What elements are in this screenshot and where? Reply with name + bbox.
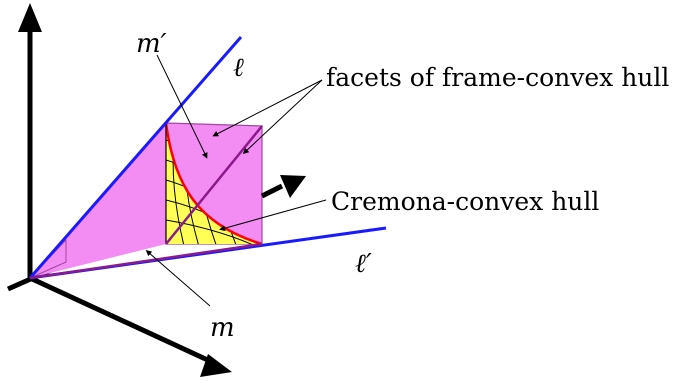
depth-axis	[28, 275, 214, 365]
label-cremona: Cremona-convex hull	[331, 187, 599, 216]
pointer-m	[145, 250, 211, 307]
pointer-m-prime	[156, 54, 208, 159]
normal-arrow	[260, 175, 306, 199]
line-m-prime	[165, 125, 263, 245]
pointer-facet-left	[212, 79, 323, 137]
label-m: m	[210, 313, 235, 343]
label-ell-prime: ℓ′	[355, 249, 372, 279]
label-facets: facets of frame-convex hull	[326, 63, 669, 92]
annotation-pointers	[145, 54, 327, 307]
line-ell	[28, 36, 243, 279]
vertical-axis-arrowhead	[18, 3, 42, 32]
label-ell: ℓ	[233, 53, 244, 83]
label-m-prime: m′	[136, 29, 167, 59]
line-m	[29, 242, 263, 280]
depth-axis-arrowhead	[200, 354, 232, 377]
cremona-boundary	[164, 122, 263, 246]
pointer-facet-right	[242, 79, 323, 155]
pointer-cremona	[219, 199, 327, 232]
axes	[6, 3, 232, 377]
